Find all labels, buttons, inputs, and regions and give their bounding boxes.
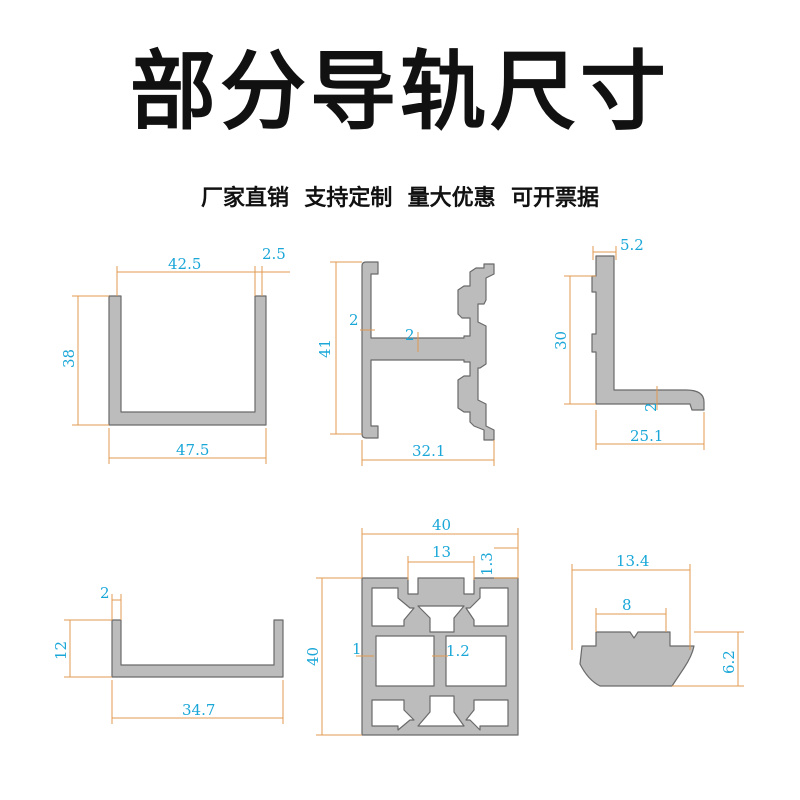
page-subtitle: 厂家直销 支持定制 量大优惠 可开票据 xyxy=(201,186,599,211)
page-title: 部分导轨尺寸 xyxy=(130,42,670,142)
dim-label: 41 xyxy=(316,339,334,358)
dim-label: 5.2 xyxy=(620,236,644,254)
h-rail-profile: 41 2 2 32.1 xyxy=(316,261,495,466)
dim-label: 1 xyxy=(352,640,362,658)
dim-label: 2 xyxy=(642,402,660,412)
dim-label: 2.5 xyxy=(262,245,286,263)
dim-label: 40 xyxy=(304,647,322,666)
u-channel-profile: 42.5 2.5 38 47.5 xyxy=(60,245,290,464)
dim-label: 6.2 xyxy=(720,650,738,674)
dim-label: 12 xyxy=(52,641,70,660)
square-profile: 40 13 1.3 40 1 1.2 xyxy=(304,516,519,736)
dim-label: 40 xyxy=(432,516,451,534)
shallow-channel-profile: 2 12 34.7 xyxy=(52,584,284,724)
dim-label: 34.7 xyxy=(182,701,215,719)
dim-label: 2 xyxy=(349,311,359,329)
dim-label: 13.4 xyxy=(616,552,649,570)
dim-label: 1.3 xyxy=(478,552,496,576)
dim-label: 47.5 xyxy=(176,441,209,459)
h-rail-shape xyxy=(361,261,495,441)
l-rail-shape xyxy=(591,255,705,411)
dim-label: 8 xyxy=(622,596,632,614)
dim-label: 32.1 xyxy=(412,442,445,460)
dim-label: 38 xyxy=(60,349,78,368)
dim-label: 2 xyxy=(100,584,110,602)
dim-label: 2 xyxy=(405,326,415,344)
shallow-channel-shape xyxy=(111,619,284,678)
dim-label: 30 xyxy=(552,331,570,350)
dim-label: 1.2 xyxy=(446,642,470,660)
dim-label: 42.5 xyxy=(168,255,201,273)
slider-shape xyxy=(579,631,695,687)
l-rail-profile: 5.2 30 2 25.1 xyxy=(552,236,705,450)
dim-label: 25.1 xyxy=(630,427,663,445)
u-channel-shape xyxy=(108,295,267,426)
dim-label: 13 xyxy=(432,543,451,561)
slider-profile: 13.4 8 6.2 xyxy=(571,552,744,687)
